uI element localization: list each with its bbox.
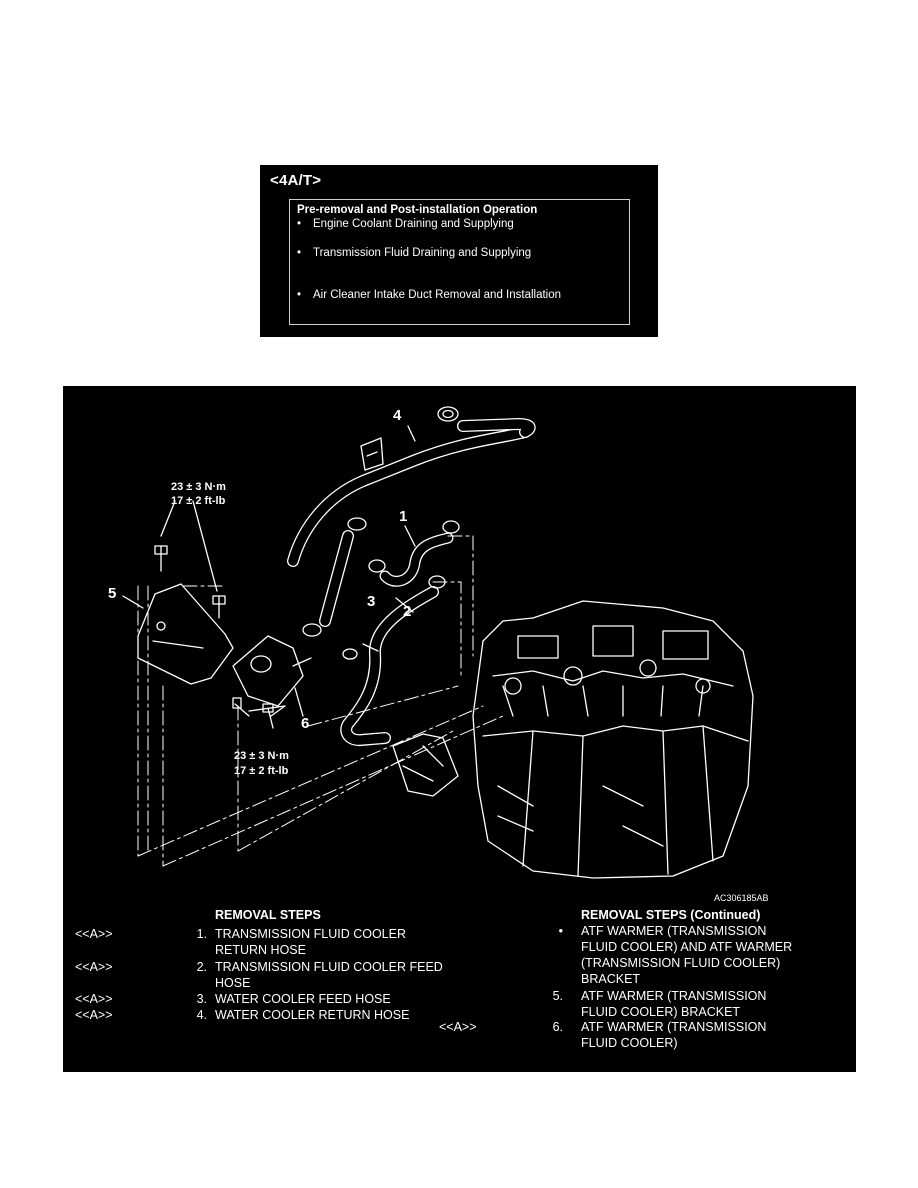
operation-item: • Air Cleaner Intake Duct Removal and Ins…	[297, 289, 561, 301]
step-item: • ATF WARMER (TRANSMISSION FLUID COOLER)…	[439, 923, 849, 986]
step-item: <<A>> 2. TRANSMISSION FLUID COOLER FEED …	[75, 959, 455, 991]
operation-item-text: Engine Coolant Draining and Supplying	[313, 218, 514, 230]
step-number: 5.	[552, 989, 563, 1003]
torque-upper-metric: 23 ± 3 N·m	[171, 481, 226, 493]
step-number: 2.	[196, 960, 207, 974]
step-item: <<A>> 3. WATER COOLER FEED HOSE	[75, 991, 455, 1007]
step-tag: <<A>>	[75, 960, 113, 974]
figure-code: AC306185AB	[714, 893, 769, 903]
torque-lower-metric: 23 ± 3 N·m	[234, 750, 289, 762]
step-number: 1.	[196, 927, 207, 941]
callout-3: 3	[367, 593, 375, 610]
step-number: 4.	[196, 1008, 207, 1022]
step-tag: <<A>>	[439, 1020, 477, 1034]
callout-5: 5	[108, 585, 116, 602]
step-text: ATF WARMER (TRANSMISSION FLUID COOLER) B…	[581, 989, 767, 1019]
step-text: TRANSMISSION FLUID COOLER RETURN HOSE	[215, 927, 406, 957]
step-text: ATF WARMER (TRANSMISSION FLUID COOLER) A…	[581, 924, 793, 986]
step-item: <<A>> 1. TRANSMISSION FLUID COOLER RETUR…	[75, 926, 455, 958]
torque-upper-imperial: 17 ± 2 ft-lb	[171, 495, 226, 507]
step-item: <<A>> 4. WATER COOLER RETURN HOSE	[75, 1007, 455, 1023]
callout-1: 1	[399, 508, 407, 525]
step-tag: <<A>>	[75, 1008, 113, 1022]
operation-item-text: Transmission Fluid Draining and Supplyin…	[313, 247, 532, 259]
variant-heading: <4A/T>	[270, 172, 322, 189]
operation-item: • Engine Coolant Draining and Supplying	[297, 218, 514, 230]
steps-continued-heading: REMOVAL STEPS (Continued)	[581, 908, 761, 922]
step-text: WATER COOLER FEED HOSE	[215, 992, 391, 1006]
operation-item: • Transmission Fluid Draining and Supplyi…	[297, 247, 531, 259]
step-tag: <<A>>	[75, 927, 113, 941]
operation-box: Pre-removal and Post-installation Operat…	[289, 199, 630, 325]
bullet: •	[297, 247, 302, 259]
step-text: WATER COOLER RETURN HOSE	[215, 1008, 410, 1022]
exploded-diagram: 4 1 3 2 5 6 23 ± 3 N·m 17 ± 2 ft-lb 23 ±…	[108, 406, 754, 879]
callout-4: 4	[393, 407, 402, 424]
callout-2: 2	[403, 603, 411, 620]
torque-lower-imperial: 17 ± 2 ft-lb	[234, 765, 289, 777]
callout-6: 6	[301, 715, 309, 732]
bullet: •	[297, 289, 302, 301]
step-number: 6.	[552, 1020, 563, 1034]
step-text: ATF WARMER (TRANSMISSION FLUID COOLER)	[581, 1020, 767, 1050]
step-tag: <<A>>	[75, 992, 113, 1006]
bullet: •	[297, 218, 302, 230]
step-number: 3.	[196, 992, 207, 1006]
operation-item-text: Air Cleaner Intake Duct Removal and Inst…	[313, 289, 562, 301]
step-item: <<A>> 6. ATF WARMER (TRANSMISSION FLUID …	[439, 1019, 849, 1051]
figure-panel: 4 1 3 2 5 6 23 ± 3 N·m 17 ± 2 ft-lb 23 ±…	[63, 386, 856, 1072]
step-text: TRANSMISSION FLUID COOLER FEED HOSE	[215, 960, 443, 990]
step-bullet: •	[558, 924, 563, 938]
step-item: 5. ATF WARMER (TRANSMISSION FLUID COOLER…	[439, 988, 849, 1020]
operation-panel: <4A/T> Pre-removal and Post-installation…	[260, 165, 658, 337]
steps-heading: REMOVAL STEPS	[215, 908, 321, 922]
operation-title: Pre-removal and Post-installation Operat…	[297, 204, 538, 216]
